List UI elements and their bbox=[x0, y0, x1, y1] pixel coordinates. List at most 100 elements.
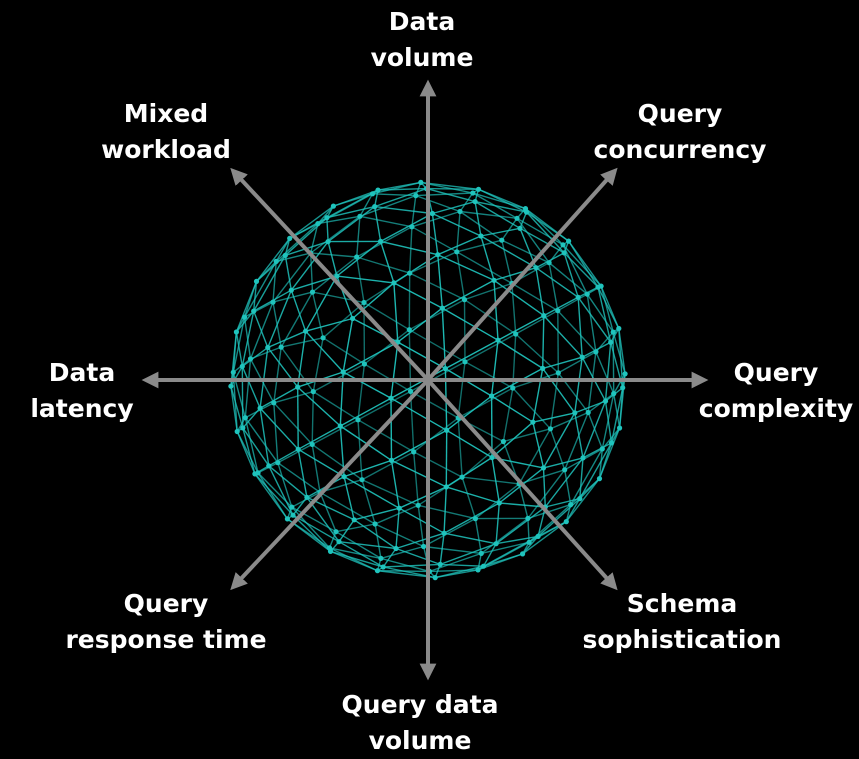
sphere-node bbox=[240, 364, 245, 369]
sphere-edge bbox=[544, 468, 546, 507]
sphere-node bbox=[443, 366, 448, 371]
sphere-edge bbox=[462, 477, 519, 484]
sphere-edge bbox=[503, 388, 512, 442]
sphere-edge bbox=[357, 216, 360, 257]
sphere-edge bbox=[446, 487, 499, 503]
sphere-node bbox=[338, 423, 343, 428]
sphere-node bbox=[381, 564, 386, 569]
sphere-node bbox=[524, 210, 529, 215]
sphere-node bbox=[611, 330, 616, 335]
sphere-node bbox=[378, 556, 383, 561]
sphere-node bbox=[433, 575, 438, 580]
sphere-edge bbox=[414, 452, 462, 477]
sphere-edge bbox=[503, 429, 550, 442]
sphere-edge bbox=[512, 283, 516, 334]
sphere-edge bbox=[571, 479, 600, 505]
sphere-edge bbox=[274, 403, 278, 463]
sphere-node bbox=[296, 447, 301, 452]
sphere-edge bbox=[392, 430, 447, 460]
sphere-node bbox=[397, 506, 402, 511]
sphere-edge bbox=[381, 241, 394, 283]
sphere-node bbox=[568, 502, 573, 507]
sphere-node bbox=[555, 308, 560, 313]
sphere-node bbox=[620, 385, 625, 390]
sphere-node bbox=[540, 366, 545, 371]
sphere-edge bbox=[298, 426, 340, 449]
sphere-node bbox=[491, 278, 496, 283]
sphere-node bbox=[421, 544, 426, 549]
sphere-node bbox=[497, 500, 502, 505]
sphere-node bbox=[333, 529, 338, 534]
sphere-edge bbox=[396, 549, 440, 565]
sphere-node bbox=[388, 396, 393, 401]
sphere-node bbox=[489, 393, 494, 398]
sphere-edge bbox=[353, 283, 394, 319]
sphere-node bbox=[243, 415, 248, 420]
sphere-node bbox=[251, 309, 256, 314]
sphere-node bbox=[290, 513, 295, 518]
sphere-edge bbox=[536, 268, 544, 316]
sphere-edge bbox=[536, 268, 578, 298]
sphere-edge bbox=[399, 487, 446, 508]
sphere-node bbox=[499, 238, 504, 243]
sphere-edge bbox=[432, 214, 481, 237]
sphere-edge bbox=[392, 460, 400, 508]
sphere-edge bbox=[306, 319, 353, 332]
sphere-edge bbox=[323, 338, 364, 364]
sphere-node bbox=[593, 349, 598, 354]
sphere-node bbox=[409, 224, 414, 229]
sphere-node bbox=[501, 439, 506, 444]
sphere-node bbox=[378, 239, 383, 244]
sphere-node bbox=[444, 484, 449, 489]
sphere-edge bbox=[391, 342, 398, 398]
sphere-node bbox=[617, 425, 622, 430]
sphere-node bbox=[311, 389, 316, 394]
sphere-edge bbox=[343, 319, 352, 373]
sphere-edge bbox=[569, 241, 602, 286]
sphere-node bbox=[597, 476, 602, 481]
sphere-edge bbox=[298, 449, 307, 497]
sphere-node bbox=[454, 249, 459, 254]
sphere-edge bbox=[444, 533, 496, 544]
sphere-node bbox=[479, 551, 484, 556]
sphere-node bbox=[580, 355, 585, 360]
sphere-edge bbox=[357, 257, 410, 273]
sphere-node bbox=[389, 458, 394, 463]
sphere-edge bbox=[375, 524, 381, 558]
sphere-edge bbox=[375, 207, 381, 242]
sphere-edge bbox=[588, 413, 602, 449]
sphere-node bbox=[373, 521, 378, 526]
sphere-node bbox=[623, 371, 628, 376]
sphere-edge bbox=[269, 449, 298, 466]
sphere-node bbox=[576, 295, 581, 300]
sphere-node bbox=[362, 361, 367, 366]
sphere-edge bbox=[516, 311, 558, 334]
sphere-node bbox=[562, 467, 567, 472]
sphere-edge bbox=[527, 212, 569, 241]
sphere-node bbox=[530, 420, 535, 425]
sphere-edge bbox=[278, 444, 312, 462]
sphere-node bbox=[350, 316, 355, 321]
sphere-node bbox=[375, 188, 380, 193]
sphere-node bbox=[609, 440, 614, 445]
sphere-node bbox=[510, 385, 515, 390]
sphere-node bbox=[478, 233, 483, 238]
sphere-node bbox=[270, 300, 275, 305]
sphere-node bbox=[289, 288, 294, 293]
sphere-edge bbox=[457, 252, 465, 300]
sphere-edge bbox=[312, 444, 320, 492]
sphere-node bbox=[541, 465, 546, 470]
sphere-edge bbox=[410, 252, 457, 273]
sphere-edge bbox=[587, 294, 613, 332]
sphere-edge bbox=[475, 519, 481, 554]
sphere-edge bbox=[424, 547, 482, 554]
sphere-node bbox=[608, 340, 613, 345]
sphere-edge bbox=[337, 276, 394, 283]
sphere-edge bbox=[242, 366, 243, 428]
sphere-node bbox=[556, 370, 561, 375]
sphere-node bbox=[271, 400, 276, 405]
sphere-edge bbox=[281, 292, 312, 347]
sphere-node bbox=[520, 551, 525, 556]
sphere-node bbox=[514, 216, 519, 221]
